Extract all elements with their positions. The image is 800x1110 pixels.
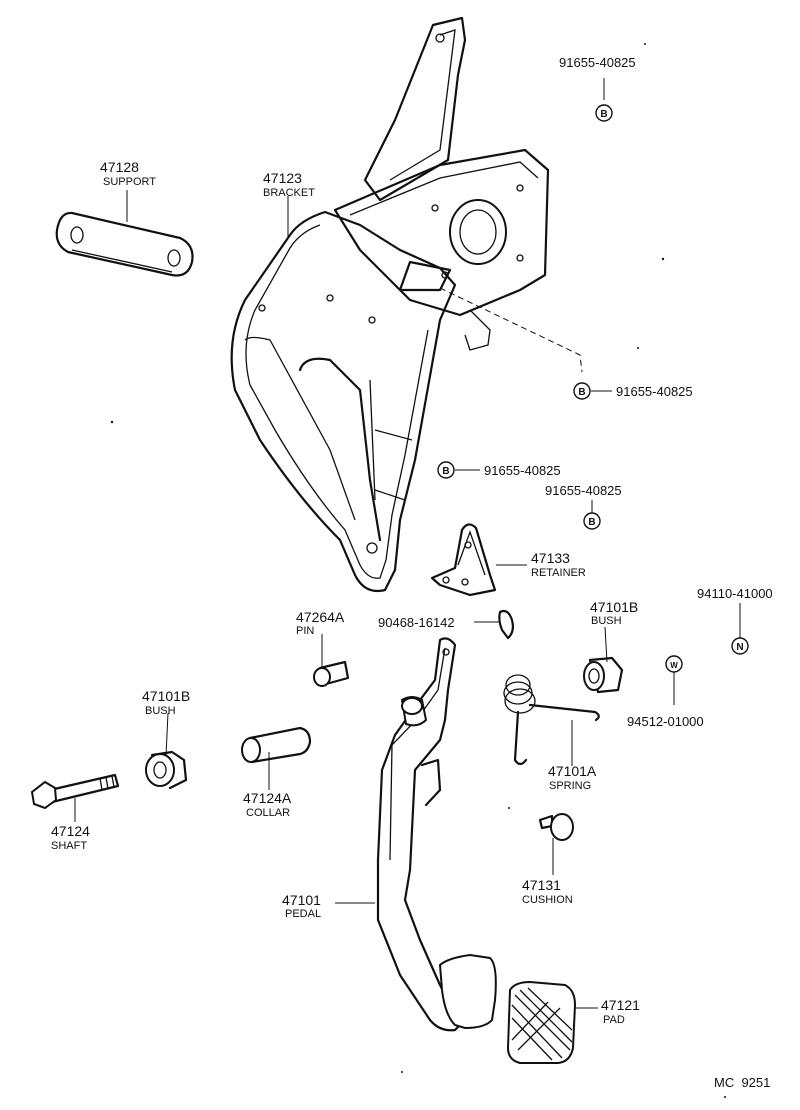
bolt-code-center-1: 91655-40825 [484, 463, 561, 478]
pad-name: PAD [603, 1014, 625, 1026]
support-number: 47128 [100, 159, 139, 175]
alignment-line [439, 287, 583, 373]
shaft-number: 47124 [51, 823, 90, 839]
spring-name: SPRING [549, 780, 592, 792]
bolt-code-center-2: 91655-40825 [545, 483, 622, 498]
bracket-body [230, 210, 491, 593]
support-part [55, 211, 194, 277]
symbol-bolt-right: B [573, 382, 591, 400]
retainer-name: RETAINER [531, 567, 586, 579]
clip-part [498, 609, 514, 640]
pad-part [506, 980, 577, 1064]
svg-text:B: B [442, 466, 449, 477]
bush-left-part [145, 750, 188, 790]
bracket-name: BRACKET [263, 187, 315, 199]
symbol-washer: W [665, 655, 683, 673]
bracket-plate [333, 148, 550, 317]
clip-code: 90468-16142 [378, 615, 455, 630]
bush-right-part [583, 656, 624, 694]
symbol-bolt-center-2: B [583, 512, 601, 530]
pin-part [313, 660, 350, 687]
svg-text:B: B [578, 387, 585, 398]
diagram-id: MC 9251 [714, 1075, 771, 1090]
retainer-number: 47133 [531, 550, 570, 566]
svg-text:B: B [588, 517, 595, 528]
pad-number: 47121 [601, 997, 640, 1013]
bolt-code-top-right: 91655-40825 [559, 55, 636, 70]
cushion-name: CUSHION [522, 894, 573, 906]
pedal-part [376, 637, 497, 1032]
bolt-code-right: 91655-40825 [616, 384, 693, 399]
symbol-nut: N [731, 637, 749, 655]
symbol-bolt-center-1: B [437, 461, 455, 479]
svg-text:W: W [670, 661, 678, 670]
collar-name: COLLAR [246, 807, 291, 819]
cushion-number: 47131 [522, 877, 561, 893]
symbol-bolt-top-right: B [595, 104, 613, 122]
washer-code: 94512-01000 [627, 714, 704, 729]
bush-left-name: BUSH [145, 705, 176, 717]
pedal-name: PEDAL [285, 908, 322, 920]
bush-right-name: BUSH [591, 615, 622, 627]
spring-number: 47101A [548, 763, 597, 779]
leader-lines [74, 78, 741, 1009]
bush-right-number: 47101B [590, 599, 639, 615]
bracket-arm [363, 16, 467, 202]
pedal-number: 47101 [282, 892, 321, 908]
svg-text:N: N [736, 642, 743, 653]
support-name: SUPPORT [103, 176, 156, 188]
spring-part [503, 674, 600, 766]
collar-number: 47124A [243, 790, 292, 806]
shaft-part [30, 773, 120, 810]
nut-code: 94110-41000 [697, 586, 773, 601]
pin-number: 47264A [296, 609, 345, 625]
retainer-part [430, 523, 497, 597]
scan-dots [110, 43, 726, 1098]
cushion-part [538, 813, 574, 841]
collar-part [241, 726, 312, 764]
bracket-number: 47123 [263, 170, 302, 186]
shaft-name: SHAFT [51, 840, 88, 852]
bush-left-number: 47101B [142, 688, 191, 704]
pin-name: PIN [296, 625, 315, 637]
svg-text:B: B [600, 109, 607, 120]
